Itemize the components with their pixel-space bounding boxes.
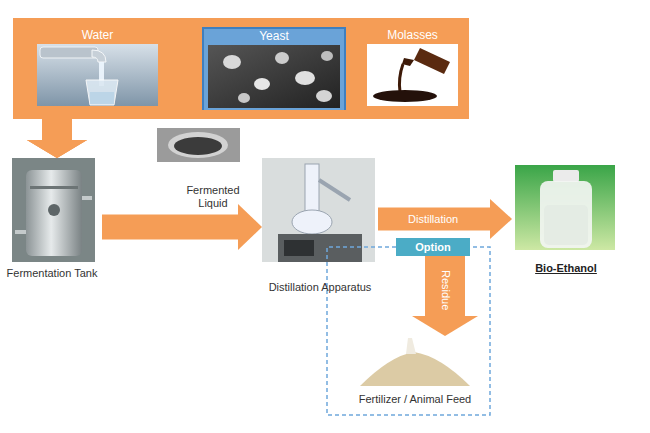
molasses-photo: [367, 44, 458, 106]
distillation-apparatus-photo-part: [319, 180, 350, 200]
edge-label: Fermented Liquid: [183, 184, 243, 210]
dashed-option-frame-part: [327, 247, 490, 415]
yeast-photo-part: [321, 51, 333, 61]
fermented-liquid-photo-part: [168, 132, 228, 158]
product-photo: Bio-Ethanol: [512, 160, 620, 275]
arrow-head: [27, 140, 87, 158]
fertilizer-photo-part: [406, 338, 416, 354]
fermentation-tank-photo-part: [12, 158, 95, 262]
input-panel: Molasses: [365, 27, 460, 108]
yeast-photo-part: [295, 71, 315, 85]
fermentation-tank-photo-part: [48, 204, 60, 216]
fermentation-tank-photo-part: [82, 196, 92, 200]
bio-ethanol-photo-part: [515, 165, 615, 250]
arrow-head: [412, 316, 478, 336]
bio-ethanol-photo: [515, 165, 615, 250]
distillation-apparatus-photo-part: [284, 240, 314, 256]
molasses-photo-part: [367, 44, 458, 106]
water-photo: [37, 44, 158, 106]
arrow-shaft: [42, 116, 72, 142]
flow-arrow: [27, 112, 274, 158]
distillation-apparatus-photo-part: [278, 234, 362, 262]
yeast-photo-part: [238, 93, 250, 103]
distillation-apparatus-photo-part: [292, 210, 332, 234]
water-photo-part: [37, 44, 158, 106]
arrow-head: [490, 199, 512, 239]
bio-ethanol-photo-part: [540, 181, 592, 248]
arrow-shaft: [378, 208, 492, 231]
yeast-photo-part: [275, 52, 289, 64]
yeast-photo-part: [254, 78, 270, 90]
fermentation-tank-photo-part: [26, 170, 82, 256]
fermented-liquid-photo-part: [174, 137, 222, 155]
arrow-head: [27, 140, 87, 158]
water-photo-part: [86, 80, 118, 105]
edge-label: Distillation: [408, 213, 458, 226]
yeast-photo: [203, 28, 345, 112]
fertilizer-photo: [360, 338, 470, 386]
yeast-photo-part: [223, 55, 241, 69]
fermentation-tank-photo-part: [30, 186, 78, 189]
equipment-photo: Distillation Apparatus: [262, 158, 378, 294]
water-photo-part: [40, 47, 98, 58]
dashed-option-frame: [327, 247, 490, 415]
node-label: Fertilizer / Animal Feed: [359, 393, 471, 406]
flow-arrow: [27, 108, 413, 158]
water-photo-part: [90, 92, 114, 104]
molasses-photo-part: [414, 48, 450, 74]
input-panel: Yeast: [203, 28, 345, 112]
input-panel: Water: [35, 27, 160, 107]
flow-arrow: [412, 256, 478, 336]
fermented-liquid-photo: [157, 128, 240, 162]
distillation-apparatus-photo-part: [305, 164, 319, 216]
node-label: Yeast: [259, 28, 289, 43]
node-label: Distillation Apparatus: [269, 281, 372, 294]
yeast-photo-part: [203, 28, 345, 112]
equipment-photo: Fermentation Tank: [2, 158, 102, 280]
molasses-photo-part: [399, 64, 403, 92]
arrow-shaft: [102, 215, 240, 240]
node-label: Option: [415, 241, 450, 254]
node-label: Fermentation Tank: [7, 267, 98, 280]
yeast-photo-part: [208, 45, 340, 108]
arrow-head: [238, 204, 262, 250]
fermentation-tank-photo: [12, 158, 95, 262]
bio-ethanol-photo-part: [553, 170, 579, 182]
bio-ethanol-photo-part: [544, 205, 588, 245]
arrow-shaft: [42, 116, 72, 142]
product-photo: Fertilizer / Animal Feed: [345, 336, 485, 406]
yeast-photo-part: [316, 90, 332, 102]
input-band-part: [13, 18, 469, 119]
node-label: Water: [82, 27, 114, 42]
arrow-shaft: [425, 256, 465, 318]
input-band: [13, 18, 469, 119]
node-label: Molasses: [387, 27, 438, 42]
water-photo-part: [92, 50, 106, 62]
edge-label: Residue: [439, 270, 452, 310]
flow-arrow: [102, 204, 262, 250]
arrow-shaft: [42, 116, 72, 142]
merge-line: [57, 108, 413, 114]
molasses-photo-part: [373, 90, 437, 102]
flow-arrow: [378, 199, 512, 239]
fermentation-tank-photo-part: [15, 230, 26, 234]
option-box: Option: [396, 238, 470, 256]
node-label: Bio-Ethanol: [535, 262, 597, 275]
fertilizer-photo-part: [360, 352, 470, 386]
fermented-liquid-photo-part: [157, 128, 240, 162]
arrow-head: [27, 140, 87, 158]
